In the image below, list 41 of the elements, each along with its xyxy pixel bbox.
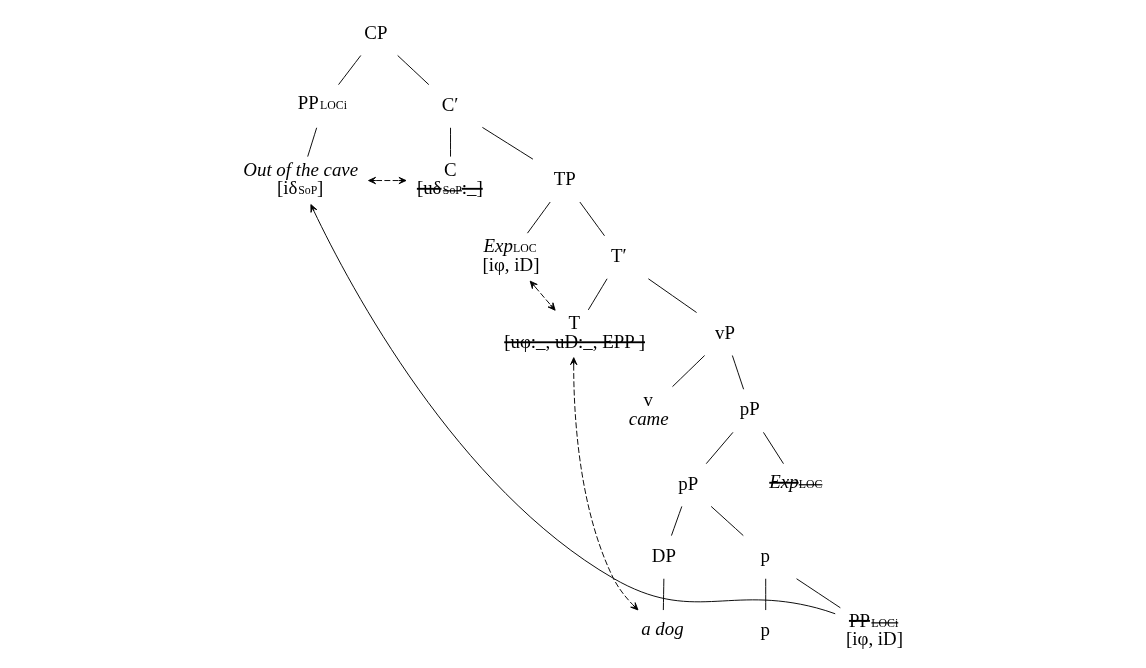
node-text: p — [760, 618, 770, 640]
connector — [579, 201, 605, 237]
node-text: TP — [553, 168, 576, 190]
connector — [481, 126, 534, 160]
connector — [307, 127, 318, 158]
arrow — [529, 280, 556, 311]
connector — [450, 127, 451, 158]
arrow — [570, 357, 639, 611]
connector — [796, 578, 841, 609]
node-text: pP — [678, 472, 699, 494]
node-text: T [uφ:_, uD:_, EPP ] — [504, 312, 645, 352]
node-text: PPLOCi — [297, 92, 347, 114]
node-text: CP — [364, 21, 388, 43]
connector — [397, 55, 430, 86]
node-text: ExpLOC [iφ, iD] — [482, 235, 540, 276]
node-text: C′ — [441, 93, 459, 115]
node-text: pP — [739, 398, 760, 420]
arrow — [310, 204, 836, 615]
connector — [527, 201, 551, 234]
node-text: a dog — [641, 617, 684, 639]
connector — [731, 355, 745, 390]
connector — [765, 578, 767, 611]
connector — [672, 355, 706, 388]
node-text: v came — [628, 388, 669, 429]
connector — [710, 505, 744, 537]
node-text: T′ — [611, 244, 627, 266]
connector — [587, 278, 608, 311]
connector — [670, 505, 683, 537]
node-text: PPLOCi [iφ, iD] — [845, 609, 904, 650]
arrow — [368, 176, 407, 185]
node-text: ExpLOC — [769, 471, 823, 493]
connector — [705, 431, 734, 465]
node-text: p — [760, 544, 770, 566]
node-text: vP — [714, 321, 735, 343]
connector — [662, 578, 665, 611]
connector — [338, 55, 362, 86]
node-text: Out of the cave [iδSoP] — [243, 158, 359, 199]
node-text: DP — [651, 544, 676, 566]
node-text: C [uδSoP:_] — [416, 158, 483, 199]
connector — [647, 278, 698, 313]
connector — [762, 431, 784, 465]
